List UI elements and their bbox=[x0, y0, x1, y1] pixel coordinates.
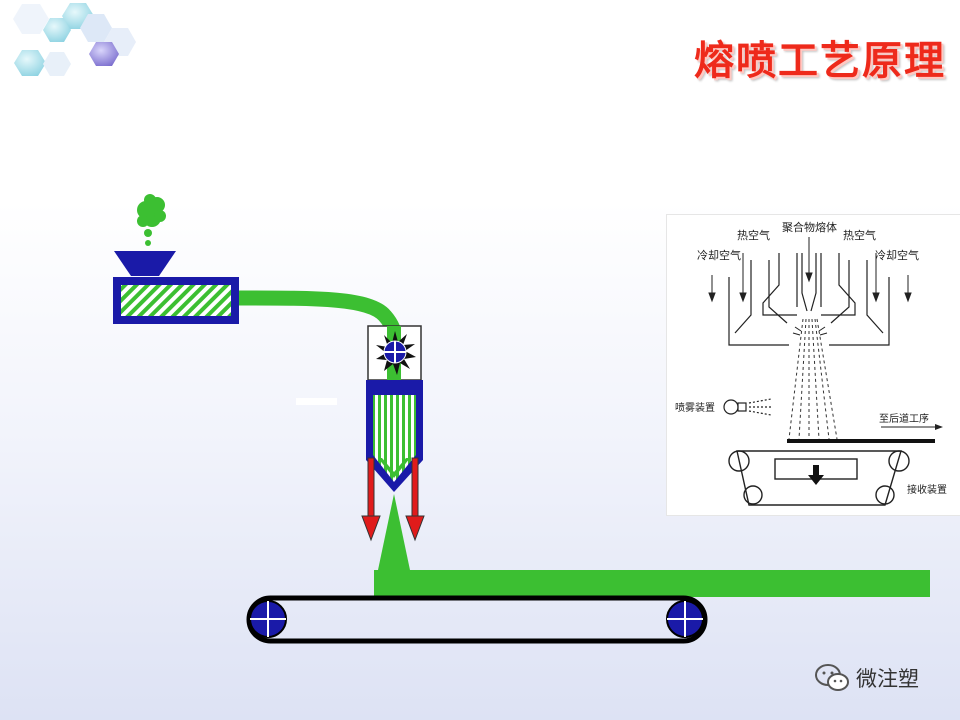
hexagon-cluster-icon bbox=[13, 3, 136, 76]
principle-inset: 热空气 聚合物熔体 热空气 冷却空气 冷却空气 喷雾装置 至后道工序 接收装置 bbox=[666, 214, 960, 516]
label-hot-air-right: 热空气 bbox=[843, 228, 876, 242]
conveyor-roller-icon bbox=[249, 600, 287, 638]
label-collection-device: 接收装置 bbox=[907, 483, 947, 496]
label-to-next-process: 至后道工序 bbox=[879, 412, 929, 425]
fiber-stream bbox=[378, 494, 410, 570]
hopper bbox=[114, 251, 176, 276]
extruder bbox=[113, 277, 239, 324]
watermark: 微注塑 bbox=[814, 660, 919, 696]
label-spray-device: 喷雾装置 bbox=[675, 401, 715, 414]
die-head bbox=[366, 380, 423, 492]
wechat-icon bbox=[815, 664, 849, 691]
conveyor-roller-icon bbox=[666, 600, 704, 638]
hot-air-arrows bbox=[361, 457, 425, 542]
label-cooling-air-right: 冷却空气 bbox=[875, 248, 919, 262]
polymer-pellets bbox=[137, 194, 166, 246]
label-cooling-air-left: 冷却空气 bbox=[697, 248, 741, 262]
conveyor bbox=[246, 595, 708, 644]
label-hot-air-left: 热空气 bbox=[737, 228, 770, 242]
divider-mark bbox=[296, 398, 337, 405]
page-title: 熔喷工艺原理 bbox=[694, 38, 946, 84]
label-polymer-melt: 聚合物熔体 bbox=[782, 220, 837, 234]
metering-pump bbox=[367, 325, 422, 381]
watermark-text: 微注塑 bbox=[856, 667, 919, 691]
nonwoven-web bbox=[374, 570, 930, 597]
